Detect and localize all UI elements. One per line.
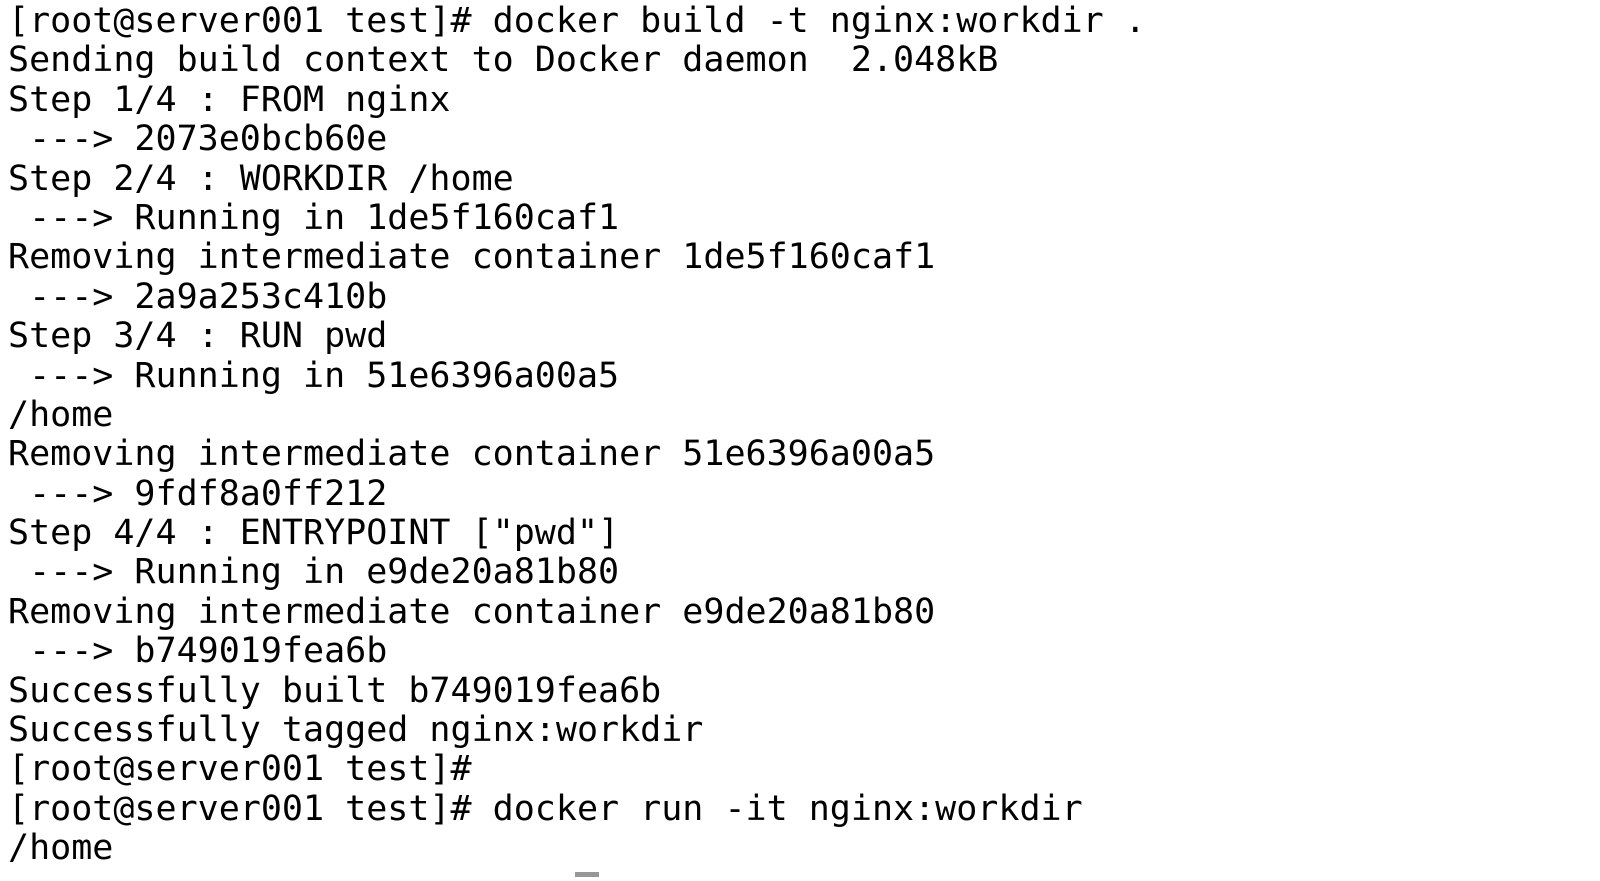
terminal-line: ---> b749019fea6b: [8, 631, 388, 672]
terminal-line: [root@server001 test]# docker build -t n…: [8, 1, 1146, 41]
terminal-line: Sending build context to Docker daemon 2…: [8, 40, 999, 81]
terminal-line: Step 2/4 : WORKDIR /home: [8, 158, 514, 199]
terminal-line: ---> Running in e9de20a81b80: [8, 552, 620, 593]
terminal-line: [root@server001 test]#: [8, 749, 472, 790]
terminal-line: /home: [8, 394, 114, 435]
terminal-output: [root@server001 test]# docker build -t n…: [8, 1, 1600, 869]
terminal-line: Successfully built b749019fea6b: [8, 670, 662, 711]
terminal-line: [root@server001 test]# docker run -it ng…: [8, 788, 1083, 829]
terminal-line: ---> Running in 51e6396a00a5: [8, 355, 620, 396]
terminal-line: Step 1/4 : FROM nginx: [8, 79, 451, 120]
terminal-line: ---> 9fdf8a0ff212: [8, 473, 388, 514]
terminal-line: Step 4/4 : ENTRYPOINT ["pwd"]: [8, 513, 620, 554]
terminal-line: ---> 2073e0bcb60e: [8, 119, 388, 160]
terminal-line: Removing intermediate container e9de20a8…: [8, 591, 936, 632]
terminal-line: Removing intermediate container 1de5f160…: [8, 237, 936, 278]
terminal-line: Step 3/4 : RUN pwd: [8, 316, 388, 357]
terminal-line: ---> Running in 1de5f160caf1: [8, 197, 620, 238]
terminal-line: Successfully tagged nginx:workdir: [8, 710, 704, 751]
terminal-line: Removing intermediate container 51e6396a…: [8, 434, 936, 475]
terminal-cursor: [575, 872, 599, 877]
terminal-line: /home: [8, 828, 114, 869]
terminal-line: ---> 2a9a253c410b: [8, 276, 388, 317]
